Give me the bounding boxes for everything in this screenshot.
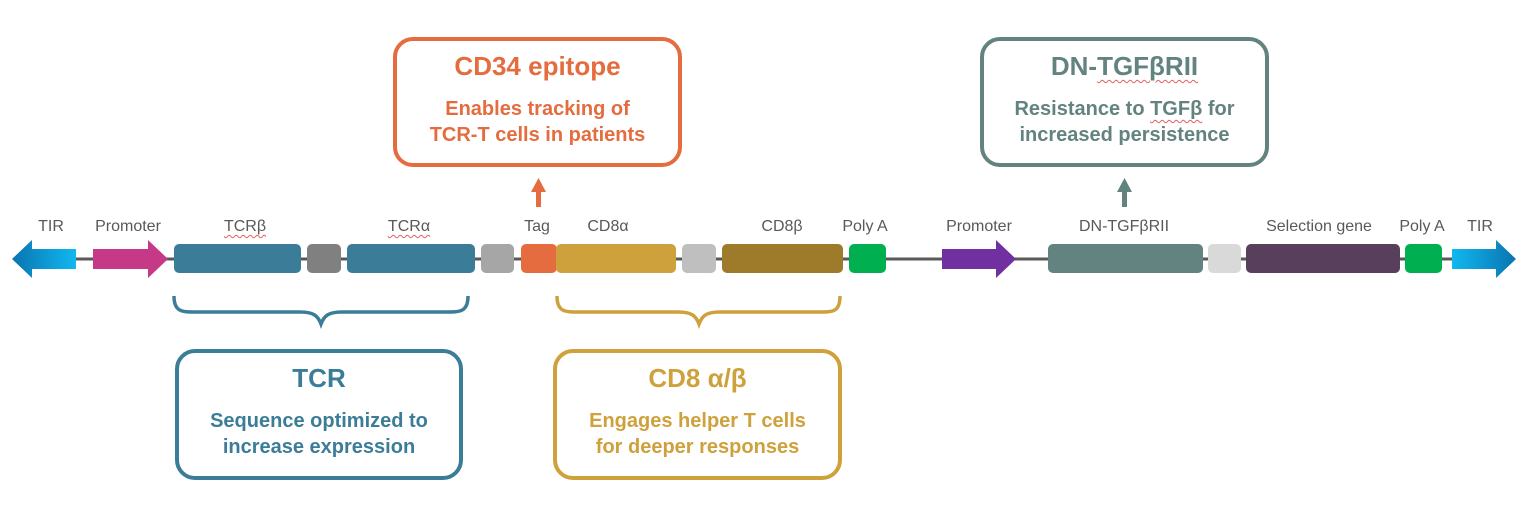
tcr-callout: TCR Sequence optimized to increase expre… [175,349,463,480]
cd34-desc-line1: Enables tracking of [445,98,630,120]
selection-gene-label: Selection gene [1266,218,1372,235]
tcr-alpha-block [347,244,475,273]
linker-block-1 [307,244,341,273]
dn-tgf-desc-term: TGFβ [1150,98,1203,120]
cd8-beta-block [722,244,843,273]
cd8-callout: CD8 α/β Engages helper T cells for deepe… [553,349,842,480]
selection-gene-block [1246,244,1400,273]
promoter-left-arrow-icon [93,240,168,278]
linker-block-4 [1208,244,1241,273]
dn-tgf-desc-suffix: for [1202,98,1235,120]
cd8-title: CD8 α/β [648,363,747,393]
dn-tgf-callout: DN-TGFβRII Resistance to TGFβ for increa… [980,37,1269,167]
dn-tgf-desc-line2: increased persistence [1019,124,1230,146]
tag-label: Tag [524,218,550,235]
cd8-alpha-label: CD8α [587,218,629,235]
linker-block-2 [481,244,514,273]
polya-block-1 [849,244,886,273]
tcr-desc-line1: Sequence optimized to [210,410,428,432]
promoter-left-label: Promoter [95,218,161,235]
polya-1-label: Poly A [842,218,888,235]
cd8-desc-line2: for deeper responses [595,436,800,458]
cd8-beta-label: CD8β [761,218,803,235]
dn-tgf-title: DN-TGFβRII [984,51,1265,82]
cd8-alpha-block [556,244,676,273]
cd34-up-arrow-icon [531,178,546,207]
dn-tgf-title-main: TGFβRII [1097,51,1199,81]
cd34-title: CD34 epitope [454,51,621,81]
tcr-beta-block [174,244,301,273]
linker-block-3 [682,244,716,273]
tcr-desc-line2: increase expression [222,436,416,458]
cd8-desc-line1: Engages helper T cells [589,410,806,432]
polya-block-2 [1405,244,1442,273]
cd8-description: Engages helper T cells for deeper respon… [557,408,838,460]
tir-right-arrow-icon [1452,240,1516,278]
tag-block [521,244,557,273]
cd34-callout: CD34 epitope Enables tracking of TCR-T c… [393,37,682,167]
tir-right-label: TIR [1467,218,1493,235]
tcr-title: TCR [292,363,346,393]
tir-left-label: TIR [38,218,64,235]
dn-tgf-description: Resistance to TGFβ for increased persist… [984,96,1265,148]
dn-tgf-title-prefix: DN- [1050,51,1098,81]
tcr-beta-label: TCRβ [223,218,267,235]
dntgf-up-arrow-icon [1117,178,1132,207]
dn-tgf-desc-prefix: Resistance to [1014,98,1151,120]
polya-2-label: Poly A [1399,218,1445,235]
dn-tgf-label: DN-TGFβRII [1078,218,1170,235]
tir-left-arrow-icon [12,240,76,278]
cd34-description: Enables tracking of TCR-T cells in patie… [397,96,678,148]
dn-tgf-block [1048,244,1203,273]
tcr-alpha-label: TCRα [387,218,431,235]
tcr-brace [172,295,470,329]
promoter-right-label: Promoter [946,218,1012,235]
cd34-desc-line2: TCR-T cells in patients [429,124,646,146]
cd8-brace [555,295,842,329]
promoter-right-arrow-icon [942,240,1016,278]
tcr-description: Sequence optimized to increase expressio… [179,408,459,460]
